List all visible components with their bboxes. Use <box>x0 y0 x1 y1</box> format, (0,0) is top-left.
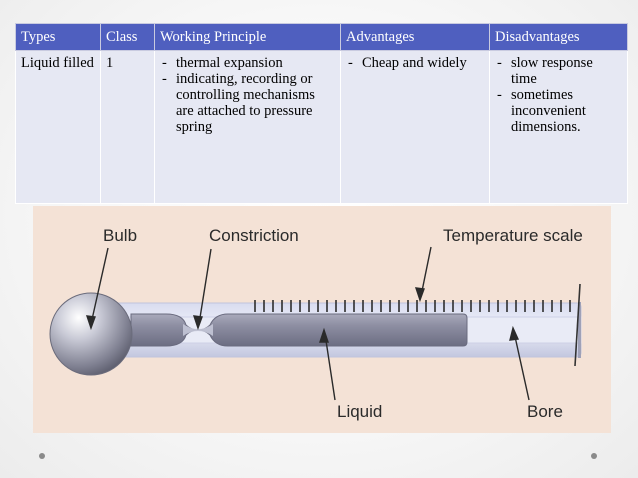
thermometer-diagram: Bulb Constriction Temperature scale Liqu… <box>33 206 611 433</box>
principle-item: indicating, recording or controlling mec… <box>160 71 335 135</box>
cell-principle: thermal expansion indicating, recording … <box>154 50 341 204</box>
principle-item: thermal expansion <box>160 55 335 71</box>
thermometer-types-table: Types Class Working Principle Advantages… <box>15 23 628 204</box>
cell-disadvantages: slow response time sometimes inconvenien… <box>489 50 628 204</box>
bore-pointer-arrowhead <box>509 325 520 341</box>
bulb-pointer-line <box>90 247 109 325</box>
label-bulb: Bulb <box>103 226 137 245</box>
header-advantages: Advantages <box>340 23 490 51</box>
header-working-principle: Working Principle <box>154 23 341 51</box>
bulb-pointer-arrowhead <box>85 315 96 331</box>
bulb-sphere <box>49 292 133 376</box>
temperature-scale-ticks <box>254 300 571 312</box>
table-row: Liquid filled 1 thermal expansion indica… <box>15 50 628 204</box>
liquid-pointer-line <box>324 333 336 401</box>
liquid-column <box>130 313 468 347</box>
liquid-pointer-arrowhead <box>319 327 329 343</box>
scale-pointer-arrowhead <box>414 287 425 303</box>
label-temperature-scale: Temperature scale <box>443 226 583 245</box>
header-types: Types <box>15 23 101 51</box>
cell-type: Liquid filled <box>15 50 101 204</box>
label-constriction: Constriction <box>209 226 299 245</box>
table-header-row: Types Class Working Principle Advantages… <box>15 23 628 51</box>
header-class: Class <box>100 23 155 51</box>
cell-advantages: Cheap and widely <box>340 50 490 204</box>
advantage-item: Cheap and widely <box>346 55 484 71</box>
header-disadvantages: Disadvantages <box>489 23 628 51</box>
constriction-pointer-arrowhead <box>192 315 203 331</box>
slide-dot-right <box>591 453 597 459</box>
slide-dot-left <box>39 453 45 459</box>
tube-end-line <box>574 283 581 367</box>
cell-class: 1 <box>100 50 155 204</box>
constriction-pointer-line <box>198 248 212 325</box>
bore-pointer-line <box>513 331 530 401</box>
label-liquid: Liquid <box>337 402 382 421</box>
disadvantage-item: slow response time <box>495 55 622 87</box>
disadvantage-item: sometimes inconvenient dimensions. <box>495 87 622 135</box>
thermometer-illustration: Bulb Constriction Temperature scale Liqu… <box>49 226 583 421</box>
label-bore: Bore <box>527 402 563 421</box>
scale-pointer-line <box>420 246 432 297</box>
